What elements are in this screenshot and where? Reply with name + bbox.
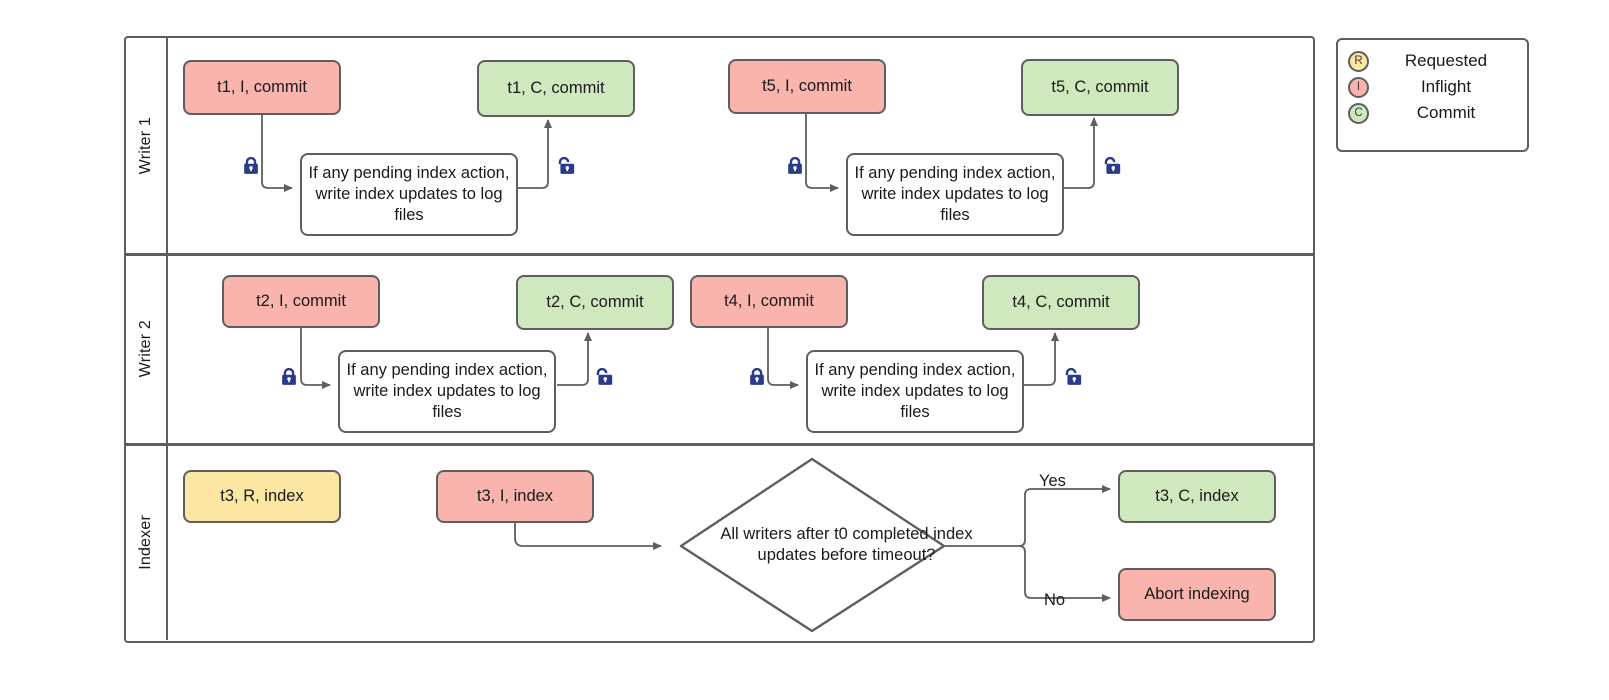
edge-label-no: No bbox=[1044, 591, 1066, 609]
node-ix-decision[interactable]: All writers after t0 completed index upd… bbox=[681, 459, 972, 631]
legend-item-commit: C Commit bbox=[1348, 100, 1515, 126]
lane-writer-1-label: Writer 1 bbox=[137, 116, 154, 175]
node-w2-process-b[interactable]: If any pending index action, write index… bbox=[806, 350, 1024, 433]
node-w2-t2-commit[interactable]: t2, C, commit bbox=[516, 275, 674, 330]
node-ix-t3-inflight[interactable]: t3, I, index bbox=[436, 470, 594, 523]
node-w1-t1-inflight[interactable]: t1, I, commit bbox=[183, 60, 341, 115]
decision-label: All writers after t0 completed index upd… bbox=[720, 524, 973, 564]
node-w1-t5-commit[interactable]: t5, C, commit bbox=[1021, 59, 1179, 116]
node-ix-abort[interactable]: Abort indexing bbox=[1118, 568, 1276, 621]
lane-indexer: Indexer bbox=[126, 445, 1313, 640]
lane-indexer-labelcol: Indexer bbox=[126, 445, 168, 640]
node-w1-t1-commit[interactable]: t1, C, commit bbox=[477, 60, 635, 117]
legend-item-inflight: I Inflight bbox=[1348, 74, 1515, 100]
legend-panel: R Requested I Inflight C Commit bbox=[1336, 38, 1529, 152]
badge-requested-icon: R bbox=[1348, 50, 1369, 72]
lane-writer-2: Writer 2 bbox=[126, 255, 1313, 443]
node-w1-t5-inflight[interactable]: t5, I, commit bbox=[728, 59, 886, 114]
legend-label-commit: Commit bbox=[1416, 103, 1476, 122]
node-ix-t3-requested[interactable]: t3, R, index bbox=[183, 470, 341, 523]
lane-divider-2 bbox=[126, 443, 1313, 446]
node-w2-t4-commit[interactable]: t4, C, commit bbox=[982, 275, 1140, 330]
lane-divider-1 bbox=[126, 253, 1313, 256]
lock-open-icon bbox=[1065, 367, 1082, 385]
edge-label-yes: Yes bbox=[1039, 472, 1066, 490]
node-w2-t2-inflight[interactable]: t2, I, commit bbox=[222, 275, 380, 328]
node-w2-process-a[interactable]: If any pending index action, write index… bbox=[338, 350, 556, 433]
node-w1-process-a[interactable]: If any pending index action, write index… bbox=[300, 153, 518, 236]
legend-label-requested: Requested bbox=[1404, 51, 1488, 70]
lock-closed-icon bbox=[244, 156, 258, 174]
lock-closed-icon bbox=[750, 367, 764, 385]
node-ix-t3-commit[interactable]: t3, C, index bbox=[1118, 470, 1276, 523]
lock-open-icon bbox=[558, 156, 575, 174]
lock-closed-icon bbox=[282, 367, 296, 385]
badge-commit-icon: C bbox=[1348, 102, 1369, 124]
legend-label-inflight: Inflight bbox=[1420, 77, 1472, 96]
node-w2-t4-inflight[interactable]: t4, I, commit bbox=[690, 275, 848, 328]
lane-writer-2-labelcol: Writer 2 bbox=[126, 255, 168, 443]
badge-inflight-icon: I bbox=[1348, 76, 1369, 98]
node-w1-process-b[interactable]: If any pending index action, write index… bbox=[846, 153, 1064, 236]
lock-closed-icon bbox=[788, 156, 802, 174]
lock-open-icon bbox=[596, 367, 613, 385]
lane-writer-1-labelcol: Writer 1 bbox=[126, 38, 168, 253]
lock-open-icon bbox=[1104, 156, 1121, 174]
lane-writer-2-label: Writer 2 bbox=[137, 320, 154, 378]
lane-writer-1: Writer 1 bbox=[126, 38, 1313, 253]
lane-indexer-label: Indexer bbox=[137, 515, 154, 570]
legend-item-requested: R Requested bbox=[1348, 48, 1515, 74]
